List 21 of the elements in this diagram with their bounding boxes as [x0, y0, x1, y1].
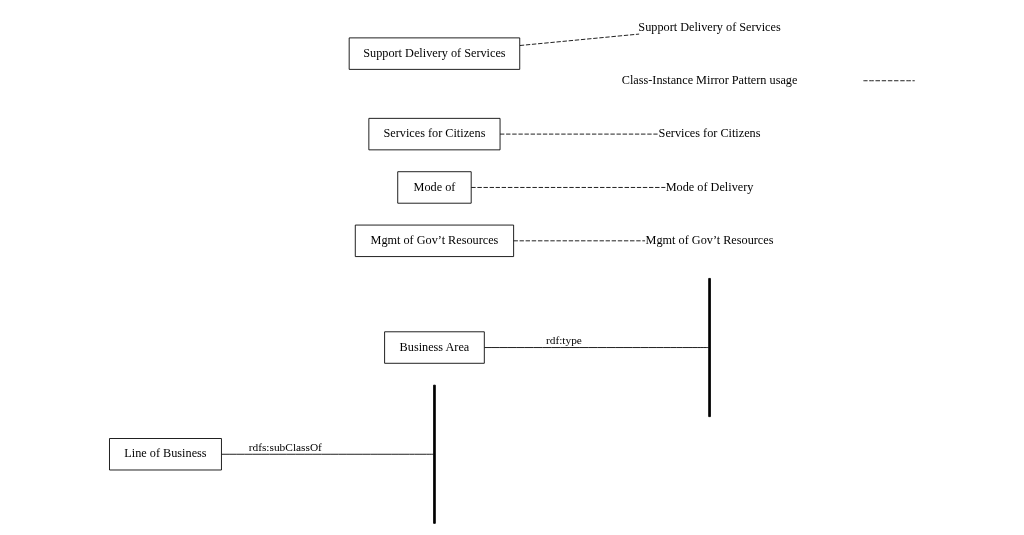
node-box: Services for Citizens	[367, 117, 500, 151]
connector	[470, 187, 666, 188]
node-text: Services for Citizens	[658, 126, 761, 141]
connector	[519, 33, 640, 46]
node-bar	[432, 384, 436, 524]
node-box: Mode of	[396, 171, 472, 204]
node-box: Business Area	[383, 331, 485, 364]
connector	[512, 240, 645, 242]
node-text: Mode of Delivery	[665, 179, 753, 194]
edge-label: rdf:type	[545, 334, 582, 347]
node-text: Mgmt of Gov’t Resources	[645, 233, 773, 248]
node-box: Mgmt of Gov’t Resources	[354, 224, 514, 257]
edge-label: rdfs:subClassOf	[248, 441, 322, 454]
connector	[499, 133, 659, 135]
node-box: Support Delivery of Services	[348, 37, 520, 70]
node-box: Line of Business	[108, 438, 222, 471]
connector	[220, 453, 434, 455]
connector	[483, 347, 709, 348]
legend-label: Class-Instance Mirror Pattern usage	[621, 72, 797, 87]
node-text: Support Delivery of Services	[637, 19, 781, 34]
node-bar	[707, 278, 711, 418]
